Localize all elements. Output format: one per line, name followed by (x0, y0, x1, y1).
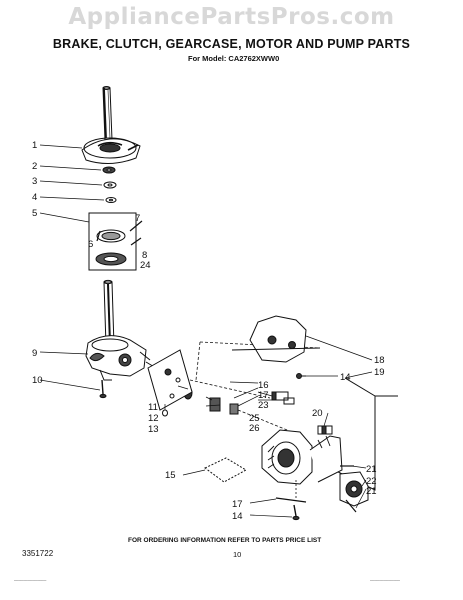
callout-leaders (39, 144, 373, 518)
callout-label: 16 (258, 380, 269, 391)
fineprint-left: ▔▔▔▔▔▔▔▔▔▔▔▔▔▔ (14, 580, 47, 584)
fineprint-right: ▔▔▔▔▔▔▔▔▔▔▔▔▔ (370, 580, 400, 584)
motor-bracket (271, 391, 295, 405)
callout-label: 6 (88, 239, 93, 250)
gearcase-body (85, 335, 157, 381)
callout-label: 1 (32, 140, 37, 151)
callout-label: 13 (148, 424, 159, 435)
callout-label: 19 (374, 367, 385, 378)
callout-label: 26 (249, 423, 260, 434)
ordering-note: FOR ORDERING INFORMATION REFER TO PARTS … (128, 537, 322, 544)
diagram-title: BRAKE, CLUTCH, GEARCASE, MOTOR AND PUMP … (52, 37, 411, 51)
callout-label: 10 (32, 375, 43, 386)
callout-label: 21 (366, 486, 377, 497)
callout-label: 22 (366, 476, 377, 487)
bottom-hardware (275, 480, 307, 521)
callout-label: 21 (366, 464, 377, 475)
callout-label: 17 (232, 499, 243, 510)
callout-label: 12 (148, 413, 159, 424)
callout-label: 7 (135, 213, 140, 224)
gearcase-bolt (99, 379, 107, 399)
callout-label: 2 (32, 161, 37, 172)
watermark: AppliancePartsPros.com (68, 4, 395, 30)
clutch-assembly-box (88, 212, 143, 271)
callout-label: 23 (258, 400, 269, 411)
callout-label: 17 (258, 390, 269, 401)
callout-labels: 1 2 3 4 5 6 7 8 24 9 10 11 12 13 16 17 2… (32, 140, 385, 522)
page-number: 10 (233, 550, 242, 559)
callout-label: 5 (32, 208, 37, 219)
mounting-plate (147, 349, 193, 411)
callout-label: 25 (249, 413, 260, 424)
callout-label: 15 (165, 470, 176, 481)
document-number: 3351722 (22, 549, 54, 558)
base-gasket (204, 457, 248, 483)
model-subtitle: For Model: CA2762XWW0 (188, 54, 280, 63)
callout-label: 18 (374, 355, 385, 366)
callout-label: 11 (148, 402, 158, 413)
callout-label: 14 (340, 372, 351, 383)
washer-stack (102, 166, 117, 203)
callout-label: 14 (232, 511, 243, 522)
callout-label: 9 (32, 348, 37, 359)
callout-label: 24 (140, 260, 151, 271)
pump-cover-gasket (249, 315, 307, 363)
pump-assembly (339, 465, 369, 513)
callout-label: 20 (312, 408, 323, 419)
terminal-block (317, 425, 333, 435)
brake-assembly-part (81, 137, 141, 164)
callout-label: 3 (32, 176, 37, 187)
callout-label: 4 (32, 192, 37, 203)
callout-label: 8 (142, 250, 147, 261)
drive-shaft-top (102, 86, 113, 141)
motor-screw-top (296, 373, 306, 379)
motor-body (261, 429, 343, 485)
